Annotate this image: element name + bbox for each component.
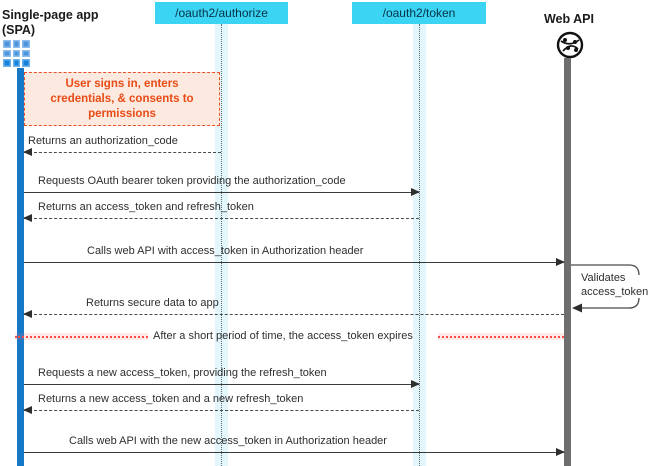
message-label: Calls web API with the new access_token …: [69, 435, 387, 447]
app-grid-icon: [3, 40, 30, 67]
lifeline-oauth2-token: [413, 24, 426, 466]
message-label: Returns a new access_token and a new ref…: [38, 393, 304, 405]
message-arrow-dashed: [23, 406, 419, 414]
message-label: Requests a new access_token, providing t…: [38, 367, 327, 379]
divider-label: After a short period of time, the access…: [153, 330, 413, 342]
actor-spa-title: Single-page app (SPA): [2, 8, 99, 37]
message-arrow-solid: [24, 188, 420, 196]
divider-line-left: [15, 336, 148, 338]
divider-line-right: [438, 336, 564, 338]
note-user-signs-in: User signs in, enters credentials, & con…: [24, 72, 220, 126]
self-message-label: Validates access_token: [581, 272, 649, 298]
activation-spa: [17, 68, 24, 466]
endpoint-oauth2-token: /oauth2/token: [352, 2, 486, 24]
message-label: Returns an access_token and refresh_toke…: [38, 201, 254, 213]
self-message-loop: [571, 264, 640, 313]
message-arrow-dashed: [23, 214, 419, 222]
endpoint-oauth2-authorize: /oauth2/authorize: [155, 2, 288, 24]
message-arrow-dashed: [23, 310, 564, 318]
message-arrow-dashed: [23, 148, 221, 156]
message-label: Returns secure data to app: [86, 297, 219, 309]
message-arrow-solid: [24, 448, 565, 456]
message-label: Requests OAuth bearer token providing th…: [38, 175, 346, 187]
message-arrow-solid: [24, 258, 565, 266]
lifeline-oauth2-authorize: [215, 24, 228, 466]
message-arrow-solid: [24, 380, 420, 388]
actor-webapi-title: Web API: [543, 12, 594, 26]
message-label: Calls web API with access_token in Autho…: [87, 245, 364, 257]
message-label: Returns an authorization_code: [28, 135, 178, 147]
activation-webapi: [564, 58, 571, 466]
globe-network-icon: [556, 31, 584, 59]
